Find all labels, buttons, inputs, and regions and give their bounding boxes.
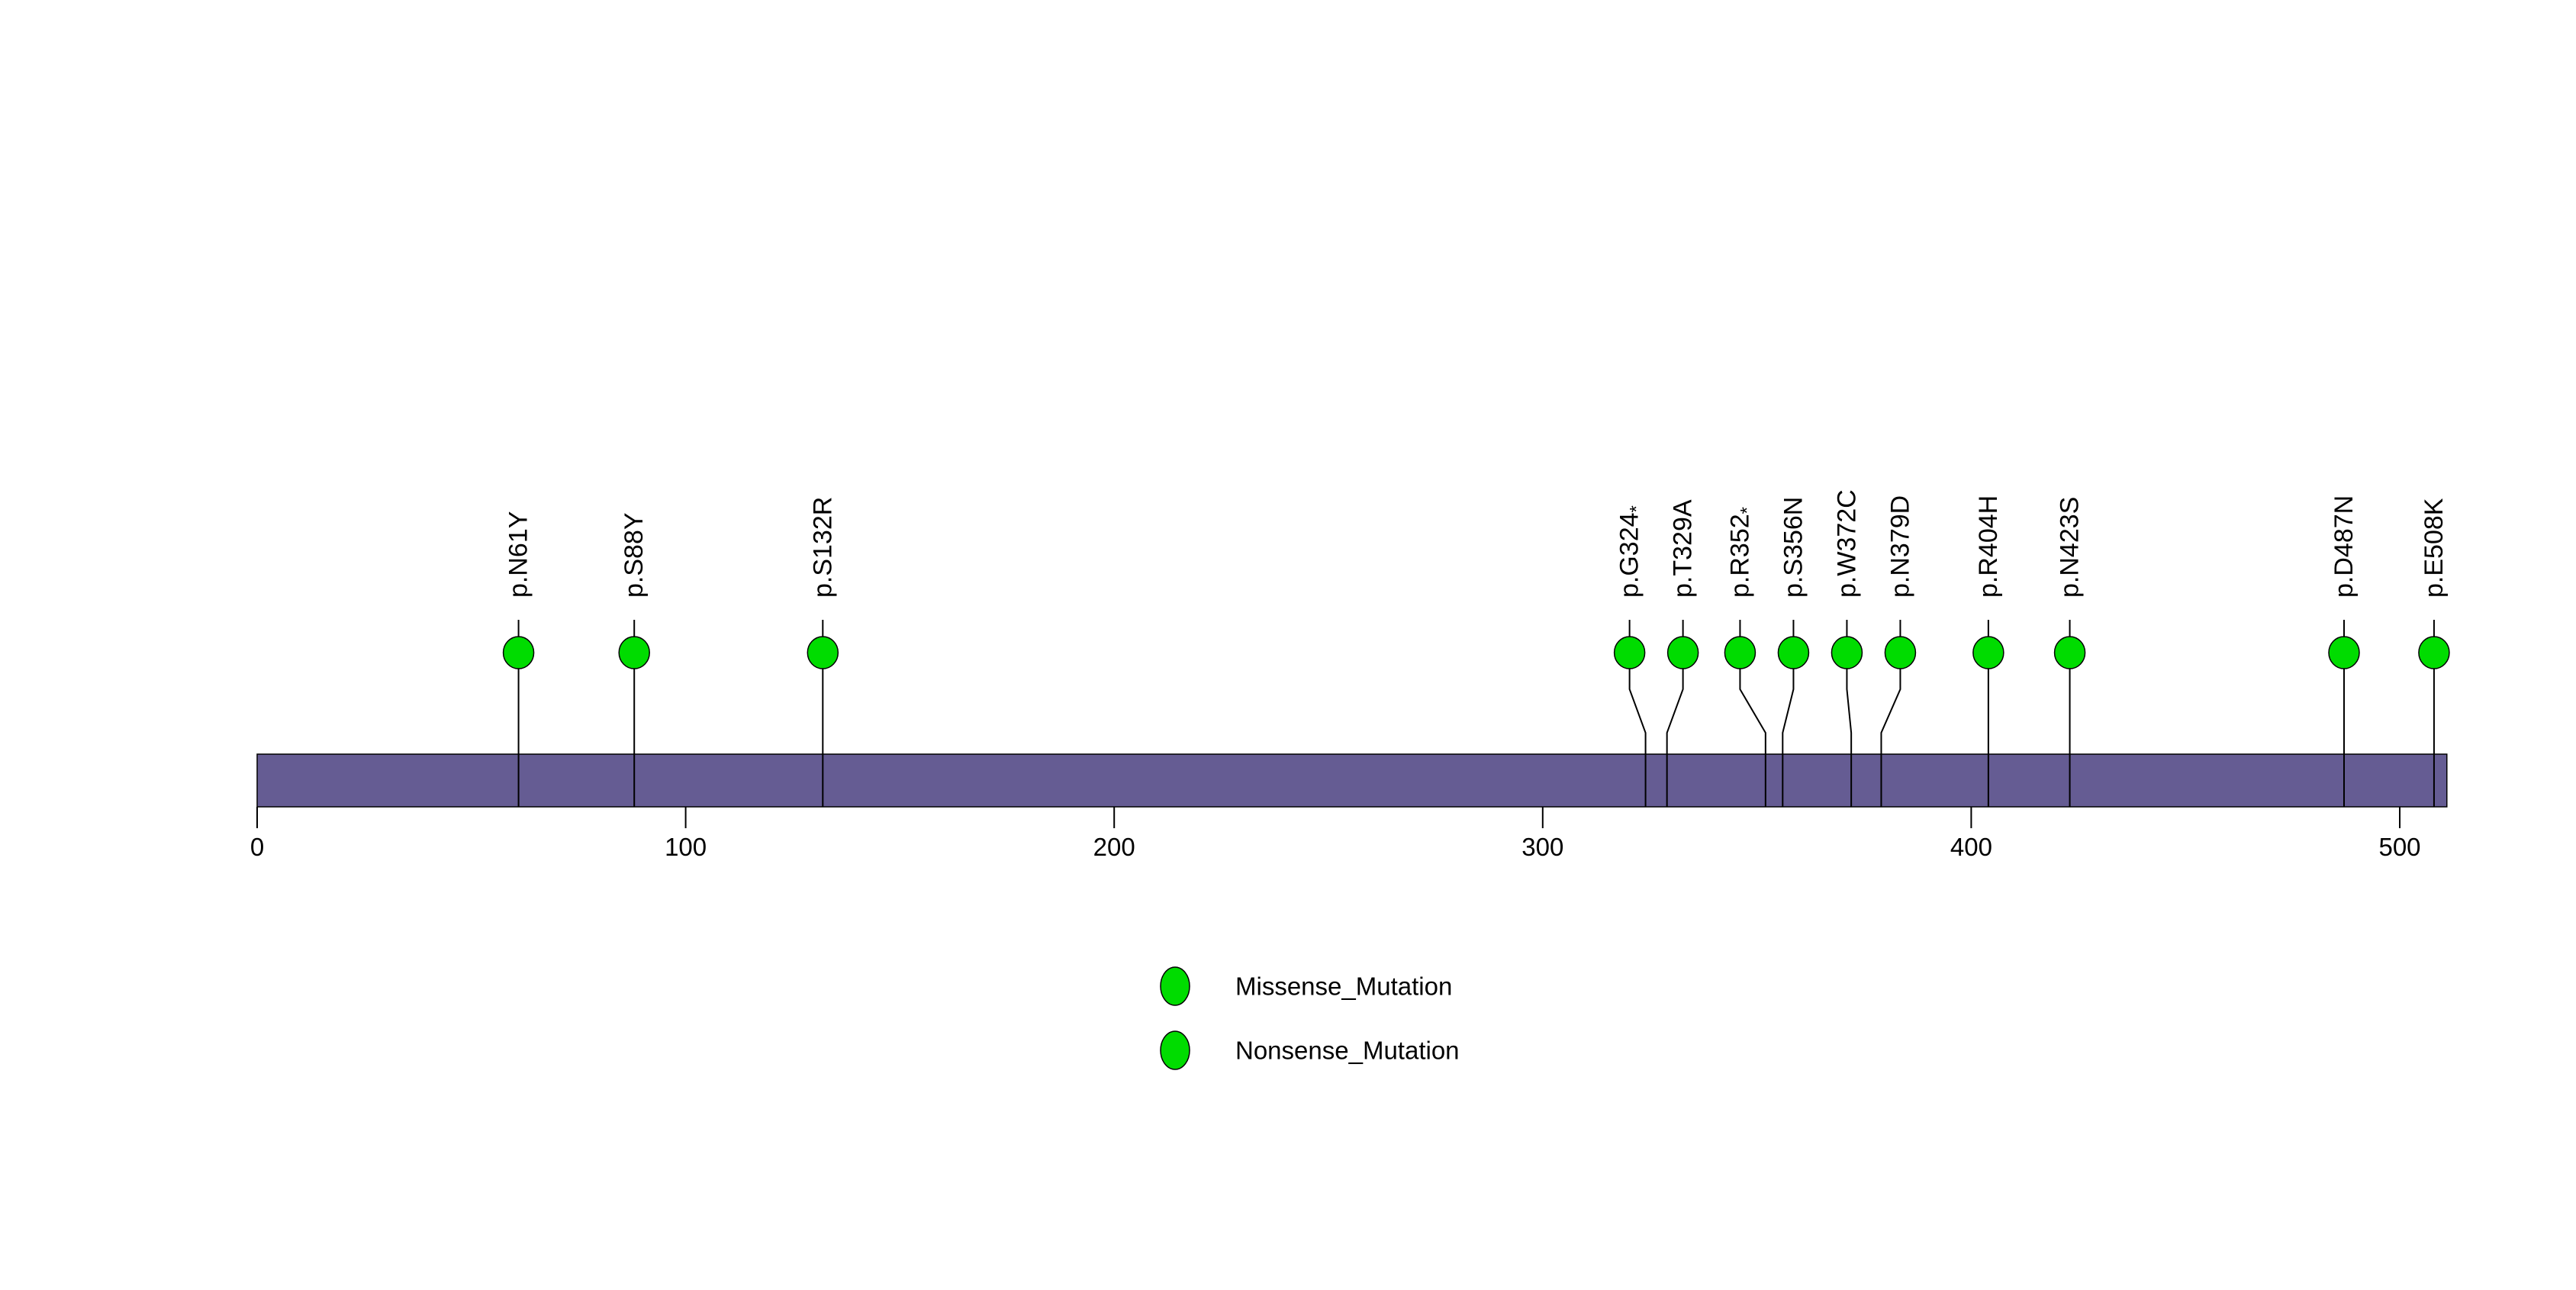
mutation-label-text: p.T329A xyxy=(1669,499,1698,598)
legend-label: Missense_Mutation xyxy=(1235,972,1452,1001)
mutation-lollipop: p.E508K xyxy=(2418,498,2450,807)
mutation-label: p.R404H xyxy=(1974,495,2003,598)
mutation-circle xyxy=(2053,636,2086,669)
protein-bar xyxy=(256,753,2448,808)
mutation-label-text: p.S88Y xyxy=(620,512,649,598)
mutation-lollipop: p.S356N xyxy=(1777,497,1810,807)
mutation-label-text: p.S356N xyxy=(1779,497,1808,598)
mutation-label-text: p.R404H xyxy=(1974,495,2003,598)
mutation-label: p.N379D xyxy=(1885,495,1914,598)
mutation-stem-bottom xyxy=(1739,669,1766,807)
mutation-lollipop: p.N423S xyxy=(2053,497,2086,807)
axis-tick-label: 100 xyxy=(665,833,707,861)
mutation-circle xyxy=(1613,636,1646,669)
mutation-label: p.D487N xyxy=(2330,495,2359,598)
mutation-label: p.W372C xyxy=(1832,489,1861,598)
axis-tick-label: 0 xyxy=(250,833,264,861)
axis-tick-label: 500 xyxy=(2378,833,2420,861)
mutation-lollipop: p.T329A xyxy=(1666,499,1699,807)
mutation-circle xyxy=(2328,636,2360,669)
mutation-lollipop: p.R352* xyxy=(1724,507,1766,807)
mutation-circle xyxy=(502,636,535,669)
mutation-label: p.E508K xyxy=(2420,498,2449,598)
mutation-label: p.S132R xyxy=(808,497,837,598)
mutation-circle xyxy=(1831,636,1863,669)
mutation-lollipop: p.N61Y xyxy=(502,511,535,807)
mutation-lollipop: p.D487N xyxy=(2328,495,2360,807)
axis-tick-label: 200 xyxy=(1093,833,1135,861)
mutation-circle xyxy=(618,636,650,669)
mutation-label-suffix: * xyxy=(1737,507,1757,514)
mutation-label-text: p.D487N xyxy=(2330,495,2359,598)
mutation-lollipop: p.R404H xyxy=(1972,495,2004,807)
mutation-circle xyxy=(1972,636,2004,669)
mutation-label: p.R352* xyxy=(1725,507,1757,598)
legend-swatch xyxy=(1160,966,1190,1006)
mutation-label-text: p.S132R xyxy=(808,497,837,598)
mutation-circle xyxy=(2418,636,2450,669)
legend-label: Nonsense_Mutation xyxy=(1235,1037,1460,1065)
mutation-label: p.N423S xyxy=(2056,497,2085,598)
mutation-label: p.T329A xyxy=(1669,499,1698,598)
mutation-label-text: p.E508K xyxy=(2420,498,2449,598)
mutation-lollipop: p.W372C xyxy=(1831,489,1863,807)
mutation-circle xyxy=(807,636,839,669)
mutation-lollipop: p.S88Y xyxy=(618,512,650,807)
mutation-label-text: p.G324 xyxy=(1615,512,1644,598)
mutation-circle xyxy=(1724,636,1757,669)
mutation-stem-bottom xyxy=(1782,669,1795,807)
mutation-label: p.S356N xyxy=(1779,497,1808,598)
mutation-lollipop: p.N379D xyxy=(1880,495,1917,807)
mutation-stem-bottom xyxy=(1628,669,1647,807)
mutation-label: p.G324* xyxy=(1615,505,1647,598)
mutation-stem-bottom xyxy=(1846,669,1853,807)
mutation-stem-bottom xyxy=(1880,669,1901,807)
mutation-label-text: p.N61Y xyxy=(504,511,533,598)
mutation-label-text: p.W372C xyxy=(1832,489,1861,598)
mutation-label: p.N61Y xyxy=(504,511,533,598)
mutation-circle xyxy=(1884,636,1917,669)
mutation-stem-bottom xyxy=(1666,669,1684,807)
axis-tick-label: 300 xyxy=(1521,833,1563,861)
mutation-label: p.S88Y xyxy=(620,512,649,598)
mutation-lollipop: p.G324* xyxy=(1613,505,1647,807)
mutation-label-text: p.N379D xyxy=(1885,495,1914,598)
mutation-lollipop: p.S132R xyxy=(807,497,839,807)
mutation-circle xyxy=(1666,636,1699,669)
legend-swatch xyxy=(1160,1030,1190,1070)
mutation-label-text: p.R352 xyxy=(1725,514,1754,598)
mutation-circle xyxy=(1777,636,1810,669)
mutation-label-text: p.N423S xyxy=(2056,497,2085,598)
axis-tick-label: 400 xyxy=(1950,833,1992,861)
mutation-label-suffix: * xyxy=(1626,505,1647,512)
